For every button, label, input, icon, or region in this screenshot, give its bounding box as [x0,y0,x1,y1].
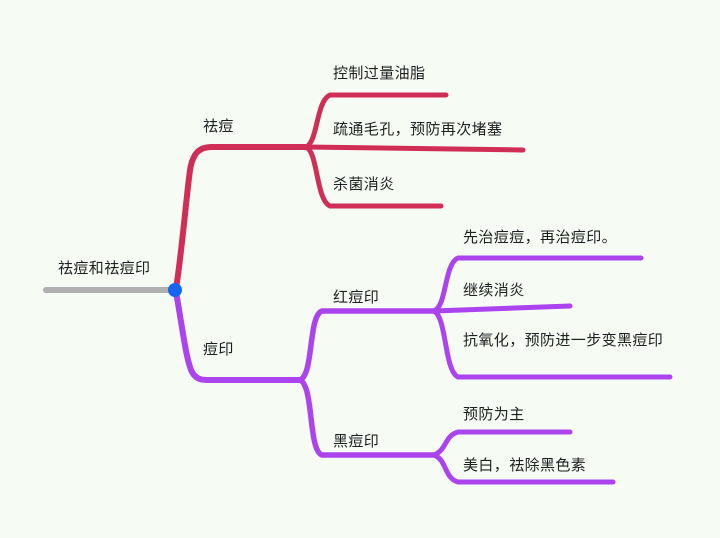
leaf-line-acne-2 [303,144,526,153]
leaf-label-red-2[interactable]: 继续消炎 [463,282,525,299]
branch-line-marks [173,289,303,384]
root-node-dot[interactable] [168,283,182,297]
leaf-line-red-2 [431,303,573,314]
leaf-line-acne-1 [303,92,449,150]
leaf-label-red-3[interactable]: 抗氧化，预防进一步变黑痘印 [463,332,664,349]
root-node-label[interactable]: 祛痘和祛痘印 [58,260,151,277]
branch-label-acne[interactable]: 祛痘 [203,118,234,135]
leaf-label-black-1[interactable]: 预防为主 [463,406,525,423]
branch-label-marks[interactable]: 痘印 [203,341,234,358]
leaf-line-red-1 [431,255,644,314]
branch-label-black-marks[interactable]: 黑痘印 [333,433,380,450]
leaf-line-red-3 [431,308,673,380]
branch-line-red-marks [297,308,437,383]
branch-line-black-marks [297,377,437,458]
leaf-label-acne-2[interactable]: 疏通毛孔，预防再次堵塞 [333,121,503,138]
leaf-label-acne-3[interactable]: 杀菌消炎 [333,176,395,193]
leaf-line-black-2 [431,452,616,485]
branch-label-red-marks[interactable]: 红痘印 [333,289,380,306]
leaf-line-acne-3 [303,144,444,209]
leaf-label-black-2[interactable]: 美白，祛除黑色素 [463,457,587,474]
leaf-label-acne-1[interactable]: 控制过量油脂 [333,65,426,82]
leaf-line-black-1 [431,429,573,458]
leaf-label-red-1[interactable]: 先治痘痘，再治痘印。 [463,229,618,246]
branch-line-acne [173,144,309,292]
